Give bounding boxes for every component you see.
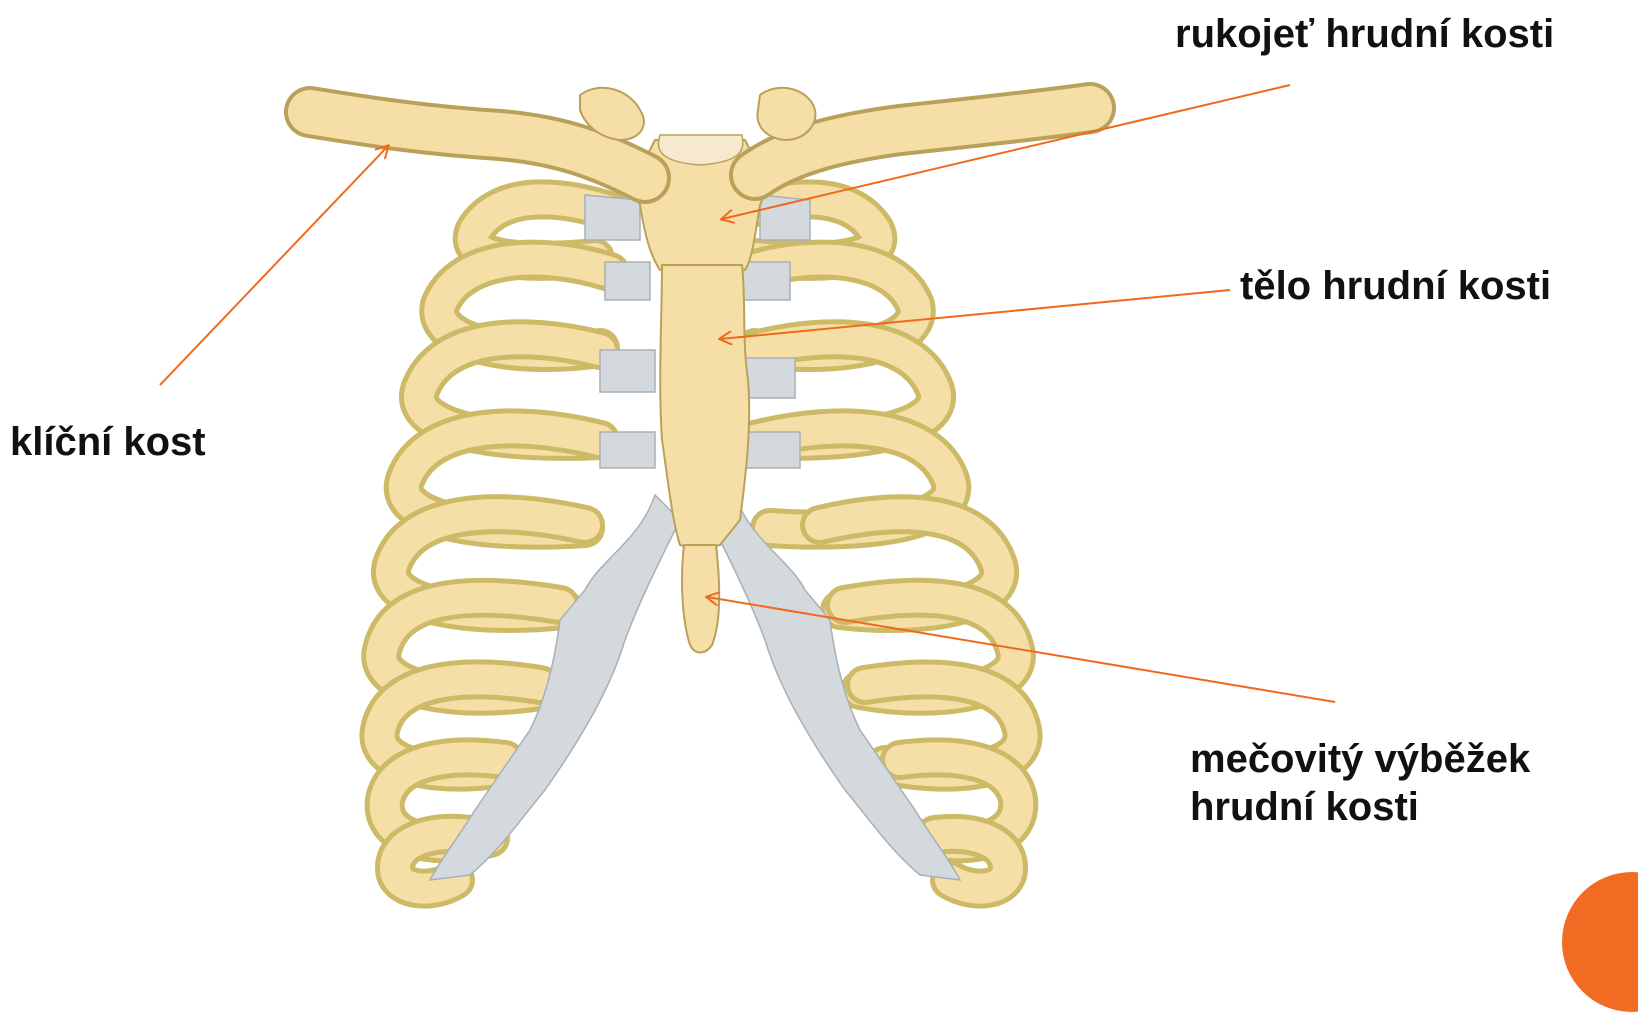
label-manubrium: rukojeť hrudní kosti bbox=[1175, 10, 1554, 58]
label-xiphoid-line2: hrudní kosti bbox=[1190, 783, 1530, 831]
label-xiphoid-process: mečovitý výběžek hrudní kosti bbox=[1190, 735, 1530, 831]
pointer-klicni bbox=[160, 146, 388, 385]
label-xiphoid-line1: mečovitý výběžek bbox=[1190, 735, 1530, 783]
first-rib-heads bbox=[580, 88, 815, 140]
sternal-body bbox=[660, 265, 749, 550]
label-clavicle: klíční kost bbox=[10, 418, 206, 466]
pointer-telo bbox=[720, 290, 1230, 339]
label-sternal-body: tělo hrudní kosti bbox=[1240, 262, 1551, 310]
